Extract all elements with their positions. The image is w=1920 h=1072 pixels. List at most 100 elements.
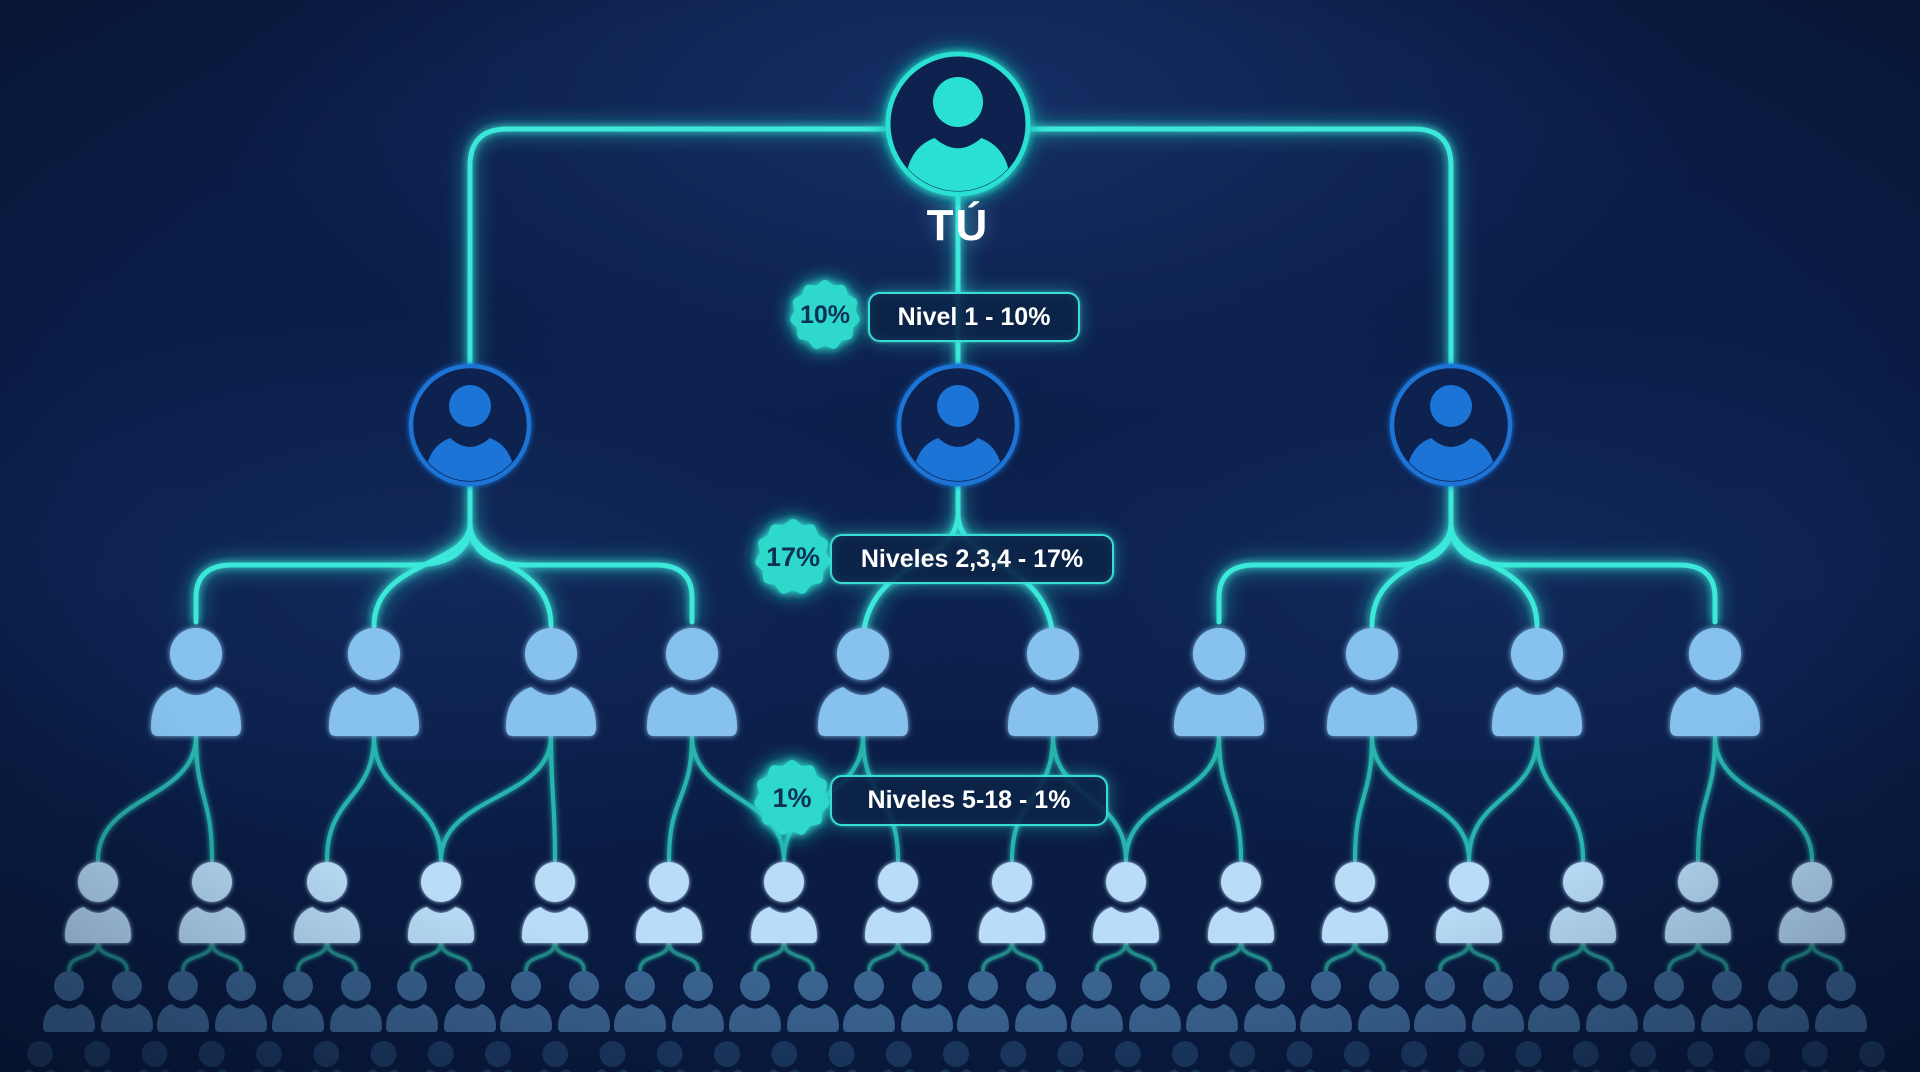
person-icon [1757,971,1809,1032]
level2-avatar [408,363,532,487]
person-icon [1550,862,1616,943]
person-icon [1174,628,1264,736]
badge-seal-text-levels518: 1% [772,782,812,813]
person-icon [138,1041,171,1072]
person-icon [506,628,596,736]
person-icon [647,628,737,736]
person-icon [1779,862,1845,943]
person-icon [1327,628,1417,736]
person-icon [1015,971,1067,1032]
person-icon [1129,971,1181,1032]
badge-label-levels518: Niveles 5-18 - 1% [867,786,1071,814]
person-icon [711,1041,743,1072]
person-icon [1226,1041,1259,1072]
person-icon [614,971,666,1032]
person-icon [1741,1041,1774,1072]
badge-label-level1: Nivel 1 - 10% [897,302,1051,331]
person-icon [940,1041,972,1072]
badge-label-levels234: Niveles 2,3,4 - 17% [860,544,1084,573]
person-icon [1528,971,1580,1032]
person-icon [522,862,588,943]
person-icon [1798,1041,1831,1072]
person-icon [636,862,702,943]
person-icon [1358,971,1410,1032]
person-icon [253,1041,285,1072]
person-icon [1670,628,1760,736]
person-icon [1643,971,1695,1032]
person-icon [65,862,131,943]
level2-avatar [896,363,1020,487]
badge-seal [755,519,831,594]
person-icon [294,862,360,943]
person-icon [179,862,245,943]
badge-seal [790,280,860,349]
person-icon [1340,1041,1373,1072]
person-icon [653,1041,686,1072]
person-icon [310,1041,343,1072]
person-icon [672,971,724,1032]
badge-seal-text-level1: 10% [799,300,851,329]
person-icon [539,1041,572,1072]
person-icon [1512,1041,1545,1072]
person-icon [901,971,953,1032]
connectors-bright [193,126,1718,647]
person-icon [997,1041,1030,1072]
person-icon [1398,1041,1430,1072]
persons-level5 [43,971,1867,1032]
person-icon [1093,862,1159,943]
person-icon [408,862,474,943]
person-icon [1569,1041,1602,1072]
person-icon [81,1041,114,1072]
person-icon [43,971,95,1032]
person-icon [1472,971,1524,1032]
person-icon [24,1041,56,1072]
person-icon [1186,971,1238,1032]
person-icon [500,971,552,1032]
person-icon [1455,1041,1488,1072]
person-icon [957,971,1009,1032]
person-icon [329,628,419,736]
root-label: TÚ [926,201,990,250]
person-icon [751,862,817,943]
person-icon [1815,971,1867,1032]
person-icon [272,971,324,1032]
person-icon [1627,1041,1659,1072]
person-icon [1684,1041,1717,1072]
badge-label-box-levels518: Niveles 5-18 - 1% [830,775,1108,826]
person-icon [843,971,895,1032]
person-icon [1322,862,1388,943]
person-icon [882,1041,915,1072]
person-icon [1586,971,1638,1032]
person-icon [1300,971,1352,1032]
person-icon [768,1041,801,1072]
person-icon [1701,971,1753,1032]
person-icon [1414,971,1466,1032]
badge-label-box-level1: Nivel 1 - 10% [868,292,1080,342]
person-icon [596,1041,629,1072]
person-icon [482,1041,514,1072]
person-icon [1436,862,1502,943]
person-icon [729,971,781,1032]
person-icon [1856,1041,1888,1072]
persons-level3 [151,628,1760,736]
person-icon [1071,971,1123,1032]
person-icon [195,1041,228,1072]
person-icon [825,1041,858,1072]
person-icon [558,971,610,1032]
person-icon [1054,1041,1087,1072]
badge-seal-text-levels234: 17% [765,541,821,572]
persons-level4 [65,862,1845,943]
person-icon [1244,971,1296,1032]
connectors-dim [67,940,1843,972]
person-icon [101,971,153,1032]
person-icon [787,971,839,1032]
persons-fade-row [24,1041,1888,1072]
person-icon [1169,1041,1201,1072]
person-icon [1665,862,1731,943]
person-icon [367,1041,400,1072]
root-avatar [885,51,1031,197]
person-icon [1283,1041,1316,1072]
person-icon [979,862,1045,943]
